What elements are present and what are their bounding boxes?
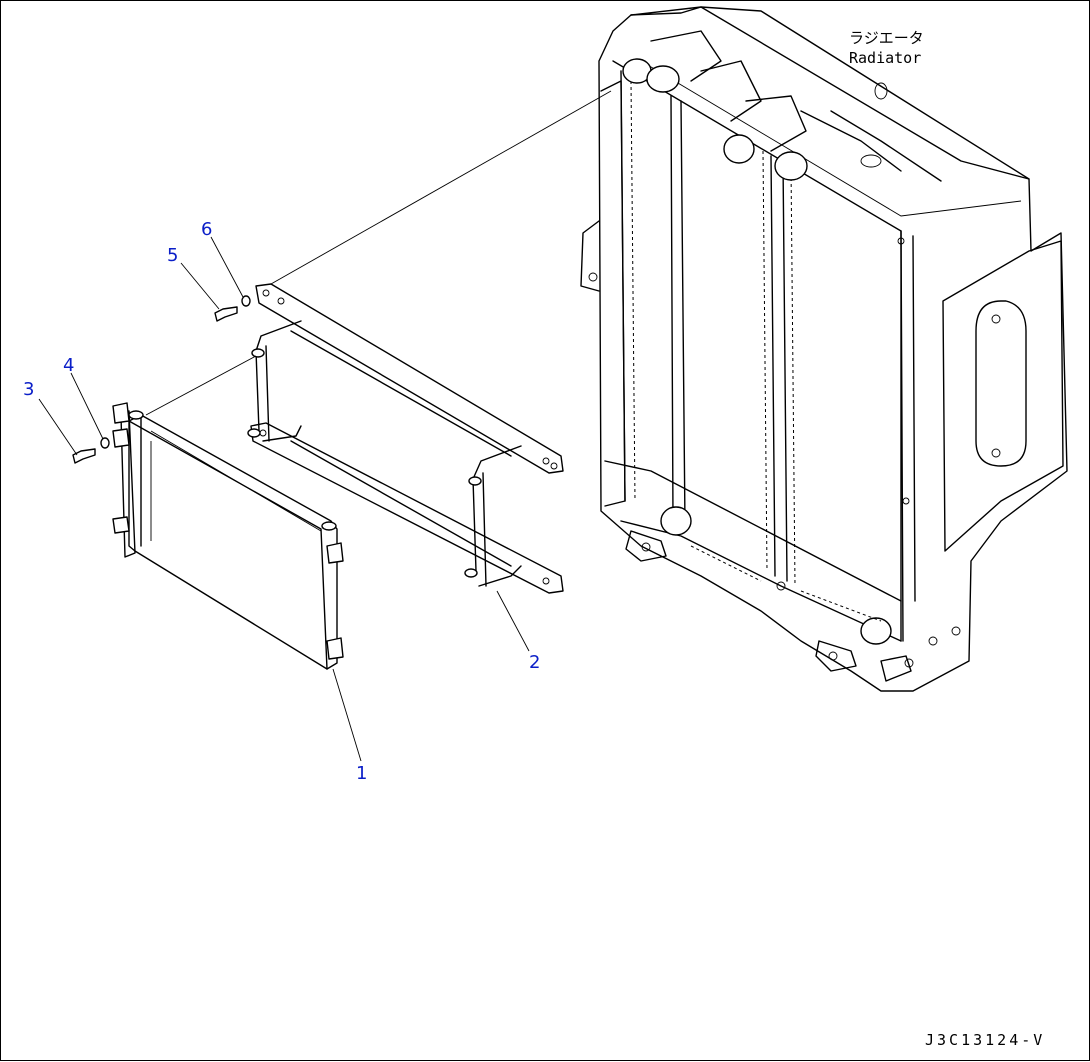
callout-3[interactable]: 3 bbox=[23, 379, 34, 400]
side-panel-window bbox=[975, 300, 1027, 467]
radiator-label-en: Radiator bbox=[849, 49, 921, 67]
cooler-core bbox=[112, 402, 344, 670]
assembly-line-rail-to-radiator bbox=[270, 90, 612, 285]
radiator-label-jp: ラジエータ bbox=[849, 29, 924, 47]
radiator-assembly bbox=[580, 6, 1068, 692]
callout-6[interactable]: 6 bbox=[201, 219, 212, 240]
radiator-outline bbox=[598, 6, 1068, 692]
pipe-outlet-icon bbox=[660, 506, 692, 536]
leader-4 bbox=[70, 372, 104, 440]
leader-3 bbox=[38, 398, 78, 456]
assembly-line-core-to-bracket bbox=[145, 355, 257, 416]
callout-1[interactable]: 1 bbox=[356, 763, 367, 784]
callout-5[interactable]: 5 bbox=[167, 245, 178, 266]
callout-4[interactable]: 4 bbox=[63, 355, 74, 376]
drawing-code: J3C13124-V bbox=[925, 1031, 1045, 1049]
cooler-core-body bbox=[128, 414, 338, 670]
leader-6 bbox=[210, 236, 244, 298]
leader-2 bbox=[496, 590, 530, 652]
washer-4 bbox=[100, 437, 110, 449]
bolt-5 bbox=[214, 306, 238, 322]
radiator-top-edge bbox=[630, 6, 1030, 180]
bolt-3 bbox=[72, 448, 96, 464]
leader-5 bbox=[180, 262, 220, 310]
radiator-side-panel bbox=[942, 240, 1064, 552]
washer-6 bbox=[241, 295, 251, 307]
leader-1 bbox=[332, 668, 362, 762]
callout-2[interactable]: 2 bbox=[529, 652, 540, 673]
